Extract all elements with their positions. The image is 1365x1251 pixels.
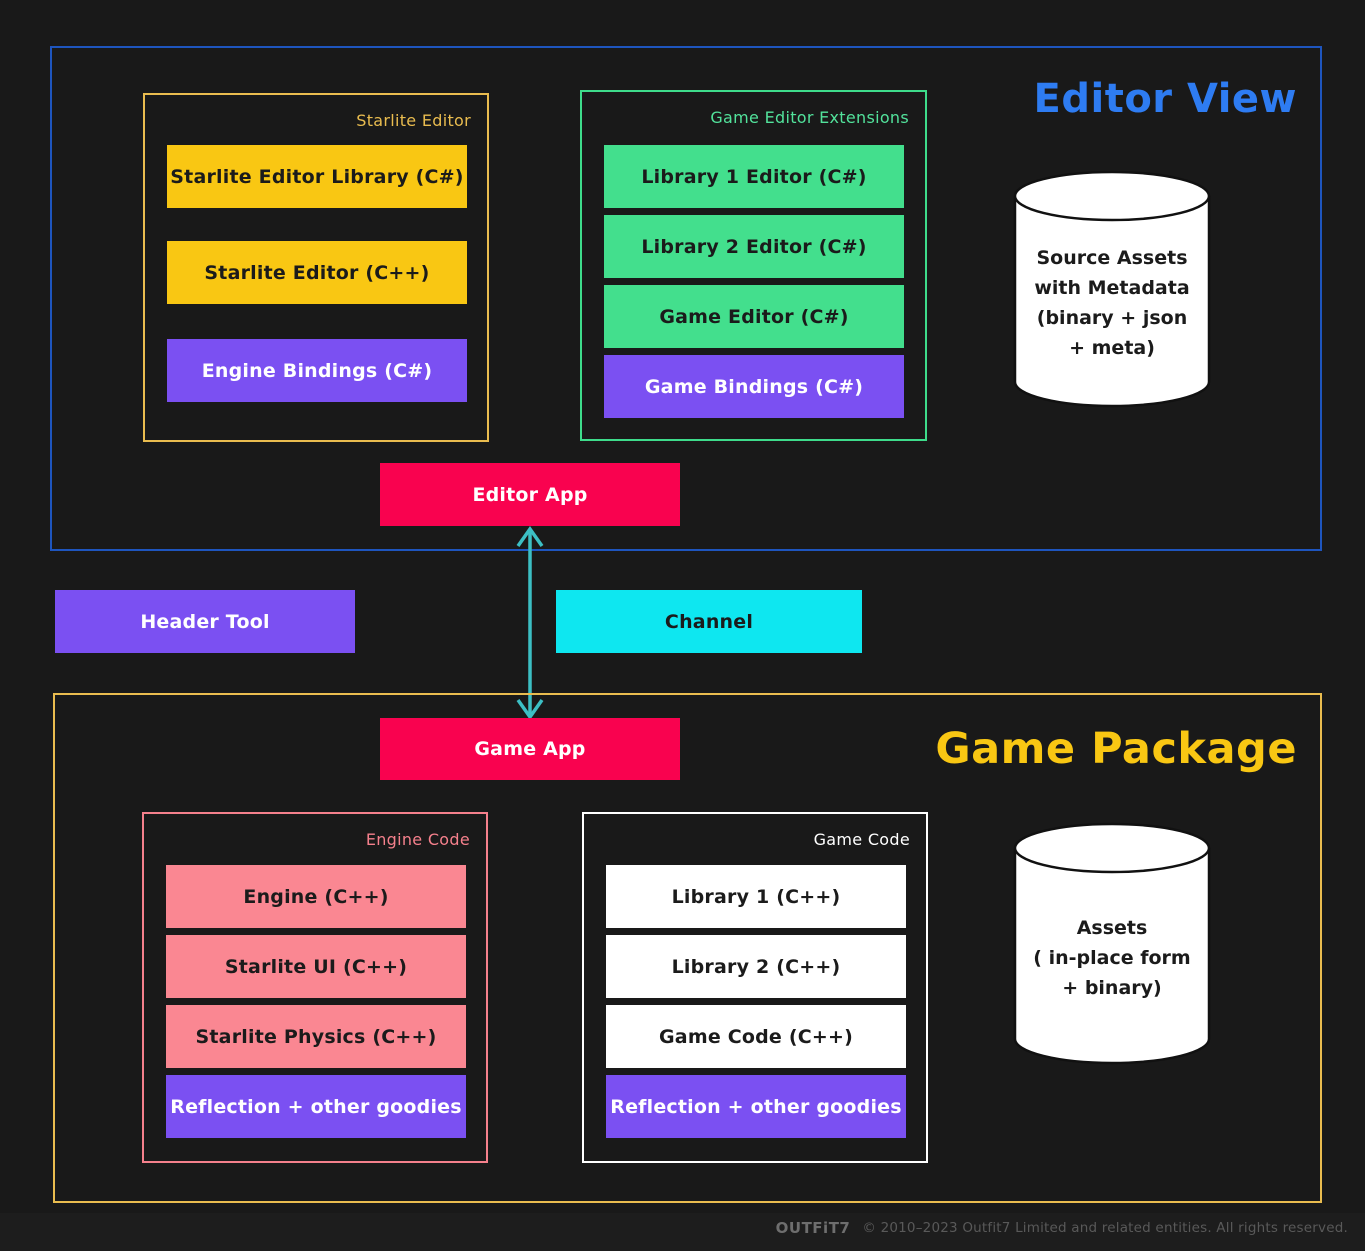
engine-code-group-label: Engine Code bbox=[365, 830, 470, 849]
footer-band bbox=[0, 1213, 1365, 1251]
copyright-text: © 2010–2023 Outfit7 Limited and related … bbox=[862, 1220, 1348, 1236]
assets-line: + binary) bbox=[1062, 976, 1162, 999]
game-editor-extensions-item: Game Bindings (C#) bbox=[604, 355, 904, 418]
cylinder-shape bbox=[1013, 822, 1211, 1065]
assets-line: ( in-place form bbox=[1033, 946, 1191, 969]
engine-code-item: Starlite Physics (C++) bbox=[166, 1005, 466, 1068]
game-code-group: Game Code Library 1 (C++) Library 2 (C++… bbox=[582, 812, 928, 1163]
engine-code-item: Reflection + other goodies bbox=[166, 1075, 466, 1138]
cylinder-shape bbox=[1013, 170, 1211, 408]
game-code-group-label: Game Code bbox=[813, 830, 910, 849]
assets-line: Assets bbox=[1076, 916, 1148, 939]
footer: OUTFiT7 © 2010–2023 Outfit7 Limited and … bbox=[776, 1219, 1348, 1237]
editor-app-node: Editor App bbox=[380, 463, 680, 526]
engine-code-item: Starlite UI (C++) bbox=[166, 935, 466, 998]
header-tool-node: Header Tool bbox=[55, 590, 355, 653]
game-editor-extensions-group-label: Game Editor Extensions bbox=[710, 108, 909, 127]
game-package-title: Game Package bbox=[935, 724, 1297, 774]
game-code-item: Game Code (C++) bbox=[606, 1005, 906, 1068]
engine-code-item: Engine (C++) bbox=[166, 865, 466, 928]
starlite-editor-item: Starlite Editor Library (C#) bbox=[167, 145, 467, 208]
source-assets-line: (binary + json bbox=[1036, 307, 1188, 329]
game-code-item: Library 1 (C++) bbox=[606, 865, 906, 928]
source-assets-line: with Metadata bbox=[1034, 277, 1190, 299]
game-editor-extensions-item: Game Editor (C#) bbox=[604, 285, 904, 348]
starlite-editor-group-label: Starlite Editor bbox=[356, 111, 471, 130]
game-code-item: Reflection + other goodies bbox=[606, 1075, 906, 1138]
game-editor-extensions-group: Game Editor Extensions Library 1 Editor … bbox=[580, 90, 927, 441]
source-assets-cylinder: Source Assets with Metadata (binary + js… bbox=[1012, 170, 1212, 408]
source-assets-line: Source Assets bbox=[1036, 247, 1188, 269]
starlite-editor-item: Engine Bindings (C#) bbox=[167, 339, 467, 402]
editor-view-container bbox=[50, 46, 1322, 551]
game-package-container bbox=[53, 693, 1322, 1203]
editor-view-title: Editor View bbox=[1033, 76, 1297, 122]
starlite-editor-item: Starlite Editor (C++) bbox=[167, 241, 467, 304]
outfit7-logo: OUTFiT7 bbox=[775, 1219, 851, 1237]
engine-code-group: Engine Code Engine (C++) Starlite UI (C+… bbox=[142, 812, 488, 1163]
assets-text: Assets ( in-place form + binary) bbox=[1012, 822, 1212, 1065]
game-code-item: Library 2 (C++) bbox=[606, 935, 906, 998]
game-app-node: Game App bbox=[380, 718, 680, 780]
starlite-editor-group: Starlite Editor Starlite Editor Library … bbox=[143, 93, 489, 442]
source-assets-line: + meta) bbox=[1069, 337, 1155, 359]
source-assets-text: Source Assets with Metadata (binary + js… bbox=[1012, 170, 1212, 408]
assets-cylinder: Assets ( in-place form + binary) bbox=[1012, 822, 1212, 1065]
game-editor-extensions-item: Library 2 Editor (C#) bbox=[604, 215, 904, 278]
channel-node: Channel bbox=[556, 590, 862, 653]
editor-game-sync-arrow bbox=[516, 525, 544, 721]
game-editor-extensions-item: Library 1 Editor (C#) bbox=[604, 145, 904, 208]
